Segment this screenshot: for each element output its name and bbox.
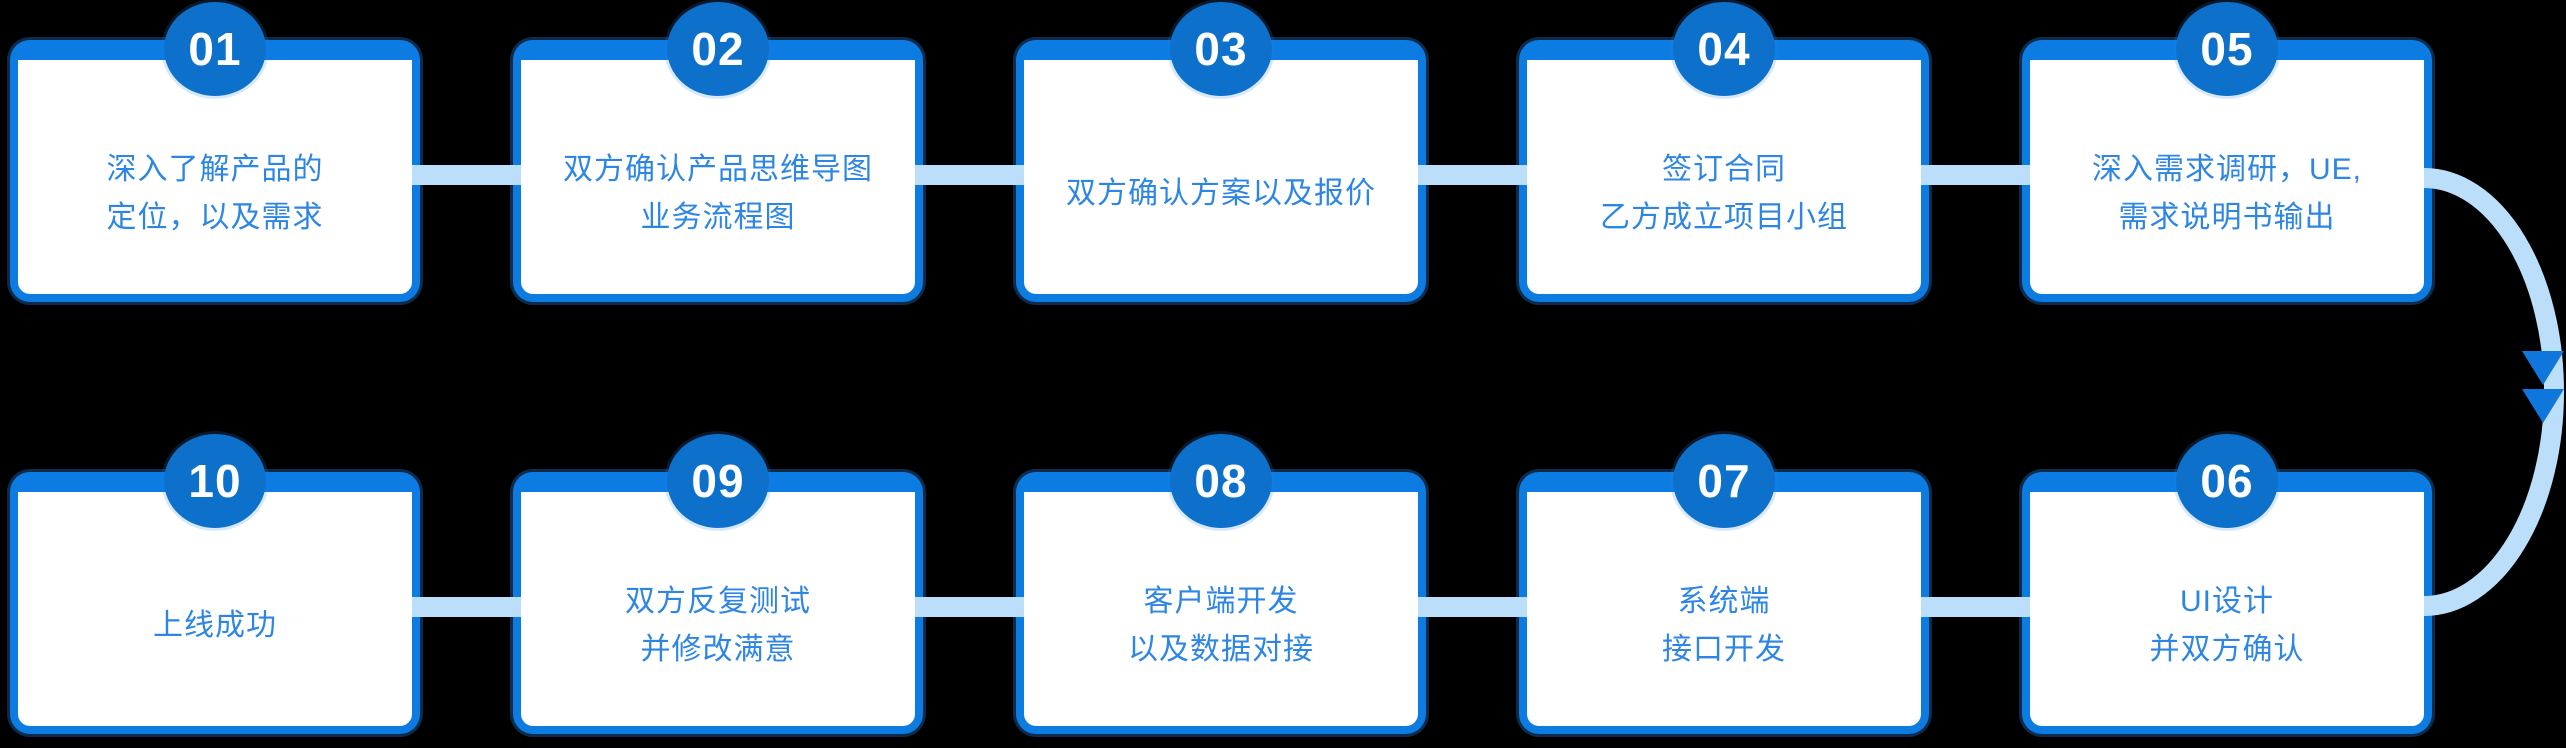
step-label-line: 并修改满意	[640, 633, 796, 666]
step-number: 03	[1194, 23, 1248, 75]
step-label-line: UI设计	[2180, 585, 2274, 618]
flow-connector-bar	[1921, 165, 2030, 185]
step-number-badge: 03	[1170, 2, 1272, 96]
step-label-line: 并双方确认	[2149, 633, 2305, 666]
flow-connector-bar	[1418, 597, 1527, 617]
step-label-line: 系统端	[1677, 585, 1771, 618]
step-number-badge: 07	[1673, 434, 1775, 528]
step-number: 10	[188, 455, 242, 507]
arrow-head-icon	[2522, 351, 2564, 385]
flow-connector-bar	[412, 597, 521, 617]
step-08: 客户端开发以及数据对接 08	[1016, 434, 1426, 734]
step-10: 上线成功 10	[10, 434, 420, 734]
step-label-line: 定位，以及需求	[106, 201, 324, 234]
step-number: 08	[1194, 455, 1248, 507]
flow-connector-bar	[915, 597, 1024, 617]
step-number: 07	[1697, 455, 1751, 507]
flow-connector-bar	[412, 165, 521, 185]
step-03: 双方确认方案以及报价 03	[1016, 2, 1426, 302]
step-09: 双方反复测试并修改满意 09	[513, 434, 923, 734]
step-07: 系统端接口开发 07	[1519, 434, 1929, 734]
step-number-badge: 02	[667, 2, 769, 96]
step-number-badge: 04	[1673, 2, 1775, 96]
flow-connector-bar	[915, 165, 1024, 185]
step-label-line: 需求说明书输出	[2118, 201, 2336, 234]
step-number: 04	[1697, 23, 1751, 75]
step-label-line: 以及数据对接	[1128, 633, 1314, 666]
arrow-head-icon	[2522, 389, 2564, 423]
step-number: 01	[188, 23, 242, 75]
curve-connector-line	[2423, 168, 2564, 616]
step-06: UI设计并双方确认 06	[2022, 434, 2432, 734]
step-number-badge: 10	[164, 434, 266, 528]
step-number: 09	[691, 455, 745, 507]
step-number-badge: 06	[2176, 434, 2278, 528]
step-number: 05	[2200, 23, 2254, 75]
step-label-line: 接口开发	[1662, 633, 1786, 666]
step-number-badge: 09	[667, 434, 769, 528]
step-04: 签订合同乙方成立项目小组 04	[1519, 2, 1929, 302]
step-01: 深入了解产品的定位，以及需求 01	[10, 2, 420, 302]
step-label-line: 双方确认方案以及报价	[1066, 177, 1376, 210]
step-number-badge: 05	[2176, 2, 2278, 96]
step-number-badge: 08	[1170, 434, 1272, 528]
flow-connector-bar	[1921, 597, 2030, 617]
step-label-line: 上线成功	[153, 609, 277, 642]
step-label-line: 乙方成立项目小组	[1600, 201, 1848, 234]
step-number: 02	[691, 23, 745, 75]
step-label-line: 双方确认产品思维导图	[563, 153, 873, 186]
step-05: 深入需求调研，UE, 需求说明书输出 05	[2022, 2, 2432, 302]
flow-connector-bar	[1418, 165, 1527, 185]
step-label-line: 深入需求调研，UE,	[2091, 153, 2362, 186]
step-number-badge: 01	[164, 2, 266, 96]
step-label-line: 客户端开发	[1143, 585, 1299, 618]
step-label-line: 签订合同	[1662, 153, 1786, 186]
step-label-line: 双方反复测试	[625, 585, 811, 618]
step-number: 06	[2200, 455, 2254, 507]
step-card: 双方确认产品思维导图业务流程图	[513, 40, 923, 302]
step-label-line: 业务流程图	[640, 201, 796, 234]
step-label-line: 深入了解产品的	[106, 153, 324, 186]
